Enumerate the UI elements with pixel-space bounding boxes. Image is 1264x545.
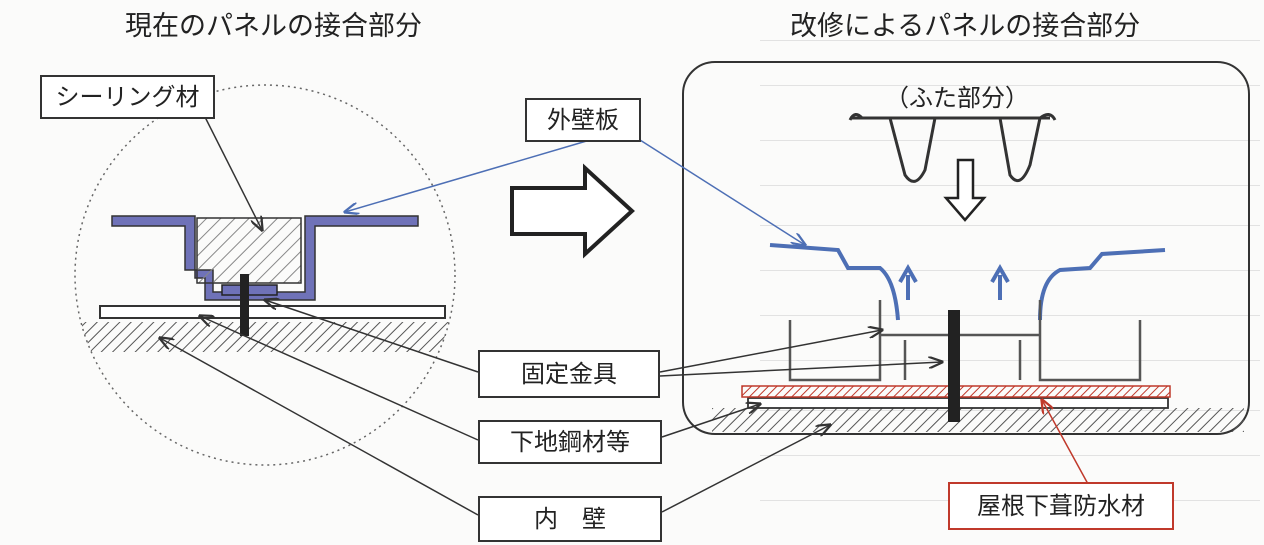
lid-piece — [848, 113, 1057, 183]
base-steel-plate — [99, 305, 446, 319]
label-lid: （ふた部分） — [885, 84, 1029, 112]
label-inner-wall: 内 壁 — [478, 496, 662, 542]
title-current: 現在のパネルの接合部分 — [125, 11, 422, 42]
fixing-bracket — [221, 284, 278, 296]
up-arrow-left — [898, 263, 918, 300]
sealant-block — [196, 217, 302, 284]
renovated-frame — [682, 61, 1250, 435]
outer-wall-panels — [769, 243, 1166, 321]
transition-arrow — [510, 163, 635, 259]
title-renovated: 改修によるパネルの接合部分 — [790, 11, 1141, 42]
panel-ribs — [788, 300, 1142, 382]
label-base-steel: 下地鋼材等 — [478, 420, 662, 464]
fixing-bolt — [240, 274, 249, 336]
down-arrow — [943, 158, 987, 222]
label-sealing: シーリング材 — [40, 75, 215, 119]
center-bolt — [948, 310, 960, 422]
label-roof-membrane: 屋根下葺防水材 — [948, 482, 1174, 530]
up-arrow-right — [990, 263, 1010, 300]
detail-circle — [74, 84, 456, 466]
label-fixing: 固定金具 — [478, 350, 660, 398]
inner-wall-hatch-right — [712, 408, 1244, 432]
label-outer-wall: 外壁板 — [525, 98, 641, 142]
inner-wall-hatch — [75, 322, 455, 352]
